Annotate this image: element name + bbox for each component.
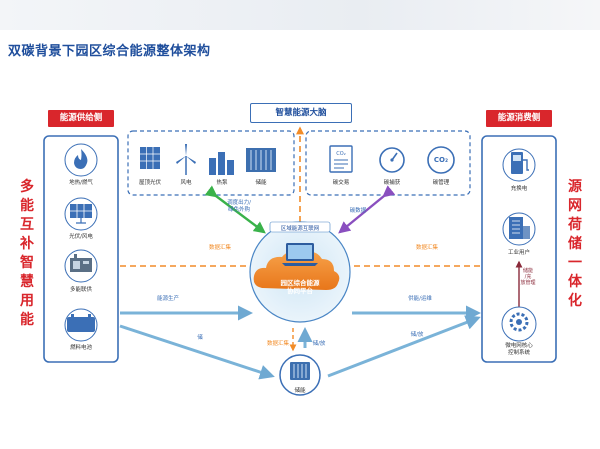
gen-item-label: 屋顶光伏 [138,180,161,186]
solar-panel-icon-2 [140,147,160,169]
vertical-char: 网 [568,198,582,214]
carbon-box [305,130,471,196]
dispatch-arrow [204,185,266,234]
gen-item-label: 储能 [255,180,267,186]
right-item-label: 微电网核心 控制系统 [505,343,533,356]
vertical-char: 源 [568,179,582,195]
top-band [0,0,600,30]
vertical-char: 化 [568,293,582,309]
carbon-item-label: 碳管理 [432,180,450,186]
vertical-char: 能 [20,198,34,214]
gen-item-label: 风电 [180,180,192,186]
vertical-char: 体 [568,274,582,290]
platform-top-label-bg [269,221,331,233]
wind-turbine-icon [176,144,196,175]
gear-icon [501,306,537,342]
co2-doc-text: CO₂ [336,151,346,157]
vertical-char: 用 [20,293,34,309]
platform-top-label: 区域能源互联网 [280,226,320,232]
solar-panel-icon [64,197,98,231]
supply-label: 供能/运维 [408,296,432,302]
storage-left-arrow [119,324,275,380]
cabinet-icon [64,249,98,283]
gen-item-label: 热泵 [216,180,228,186]
data-left-label: 数据汇集 [208,245,231,251]
vertical-char: 补 [20,236,34,252]
laptop-icon [282,243,318,266]
vertical-char: 智 [20,255,34,271]
storage-arrow-label: 储 [197,335,203,341]
carbon-data-arrow [338,185,396,234]
heat-pump-icon [209,152,234,175]
right-item-label: 充换电 [510,186,528,192]
release-bottom-label: 储/放 [312,341,326,347]
vertical-char: 荷 [568,217,582,233]
energy-prod-label: 能源生产 [156,296,179,302]
platform-main-label: 园区综合能源 协同平台 [280,279,320,295]
right-vertical-text: 源网荷储一体化 [566,178,584,311]
vertical-char: 能 [20,312,34,328]
right-panel-header: 能源消费侧 [486,110,552,127]
gauge-icon [379,147,405,173]
left-vertical-text: 多能互补智慧用能 [18,178,36,330]
storage-icon-2 [246,148,276,172]
charger-icon [502,148,536,182]
platform-cloud [253,250,340,290]
dispatch-label: 调度出力/ 绿色外购 [227,200,251,213]
left-item-label: 燃料电池 [69,345,92,351]
data-bottom-label: 数据汇集 [266,341,289,347]
left-panel-header: 能源供给侧 [48,110,114,127]
right-mid-label: 储能 /充 放管理 [520,268,536,286]
carbon-item-label: 碳捕获 [383,180,401,186]
brain-header: 智慧能源大脑 [250,103,352,123]
page-title: 双碳背景下园区综合能源整体架构 [8,44,211,59]
co2-cloud-text: CO₂ [433,156,449,164]
flame-icon [64,143,98,177]
left-item-label: 多能联供 [69,287,92,293]
right-panel [481,135,557,363]
release-arrow-label: 储/放 [410,332,424,338]
co2-doc-icon [329,145,353,173]
carbon-data-label: 碳数据 [349,208,367,214]
right-item-label: 工业用户 [507,250,530,256]
left-item-label: 光伏/风电 [69,234,93,240]
data-right-label: 数据汇集 [415,245,438,251]
vertical-char: 互 [20,217,34,233]
vertical-char: 多 [20,179,34,195]
storage-node-label: 储能 [294,388,306,394]
vertical-char: 储 [568,236,582,252]
vertical-char: 慧 [20,274,34,290]
storage-right-arrow [327,315,481,378]
left-panel [43,135,119,363]
battery-icon [64,308,98,342]
vertical-char: 一 [568,255,582,271]
building-icon [502,212,536,246]
left-item-label: 地热/燃气 [69,180,93,186]
carbon-item-label: 碳交易 [332,180,350,186]
co2-cloud-icon [427,146,455,174]
storage-icon [290,362,310,380]
